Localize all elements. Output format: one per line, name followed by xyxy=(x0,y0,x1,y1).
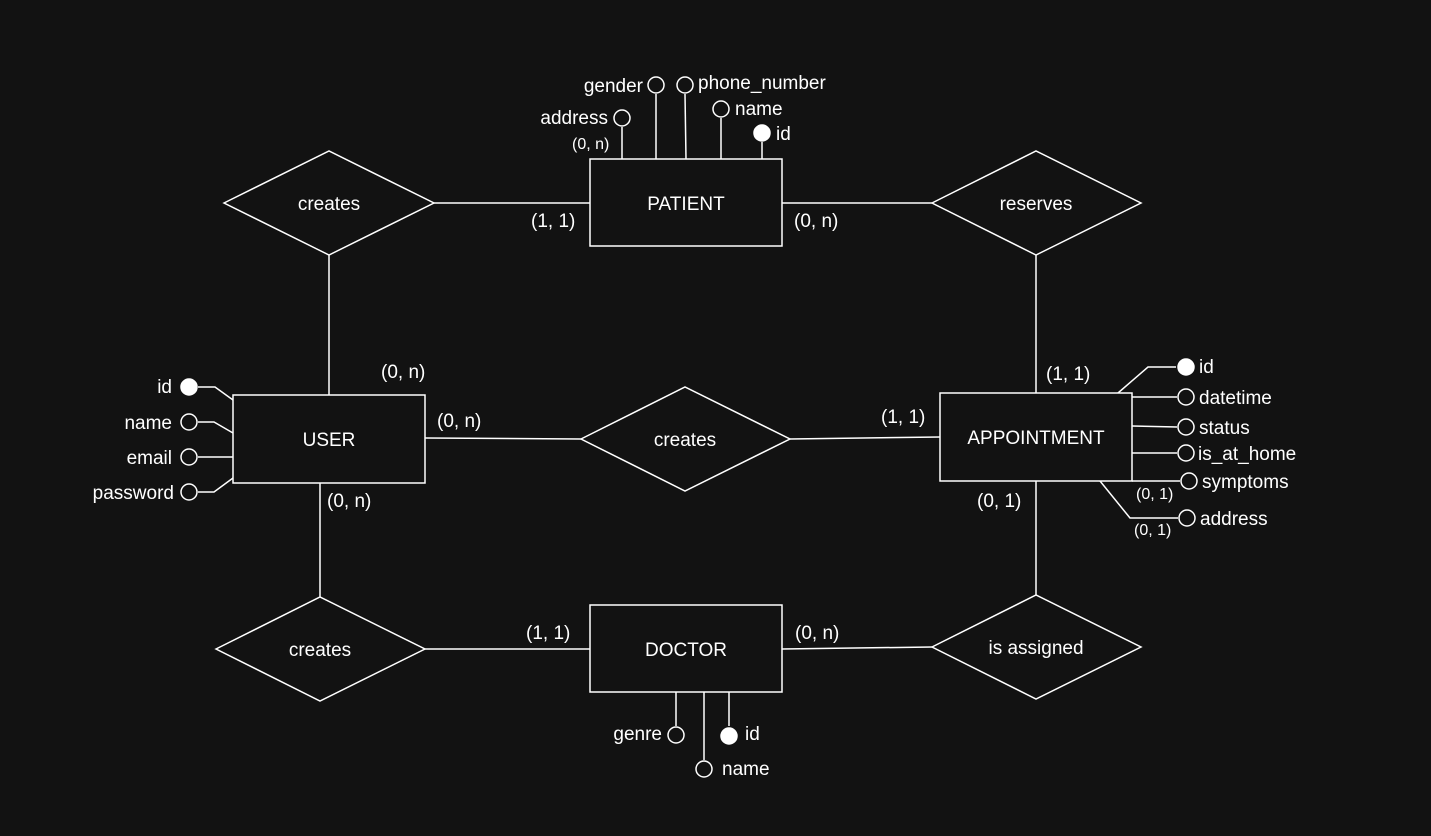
cardinality-appointment-is-assigned: (0, 1) xyxy=(977,491,1021,512)
stem-user-password xyxy=(198,477,234,493)
line-creates-mid-appointment xyxy=(789,436,941,440)
key-marker-doctor-id xyxy=(720,727,738,745)
relationship-reserves: reserves xyxy=(930,150,1143,256)
cardinality-user-creates-patient: (0, n) xyxy=(381,362,425,383)
cardinality-patient-reserves: (0, n) xyxy=(794,211,838,232)
entity-label: APPOINTMENT xyxy=(967,428,1105,449)
cardinality-patient-address: (0, n) xyxy=(572,136,609,153)
attr-marker-appointment-is-at-home xyxy=(1177,444,1195,462)
cardinality-patient-creates: (1, 1) xyxy=(531,211,575,232)
entity-label: DOCTOR xyxy=(645,640,727,661)
attr-label-patient-phone: phone_number xyxy=(698,73,826,94)
attr-label-appointment-datetime: datetime xyxy=(1199,388,1272,409)
attr-marker-patient-phone xyxy=(676,76,694,94)
attr-marker-doctor-genre xyxy=(667,726,685,744)
attr-marker-appointment-symptoms xyxy=(1180,472,1198,490)
relationship-lines xyxy=(319,202,1037,650)
attr-label-patient-id: id xyxy=(776,124,791,145)
cardinality-appointment-symptoms: (0, 1) xyxy=(1136,486,1173,503)
relationship-label: creates xyxy=(654,430,716,451)
stem-user-name xyxy=(198,421,234,434)
attribute-markers xyxy=(180,76,1198,778)
cardinality-appointment-creates: (1, 1) xyxy=(881,407,925,428)
stem-patient-phone xyxy=(684,93,687,160)
relationship-is-assigned: is assigned xyxy=(930,594,1143,700)
attr-marker-patient-name xyxy=(712,100,730,118)
line-user-creates-mid xyxy=(424,437,582,440)
attr-label-user-id: id xyxy=(157,377,172,398)
relationship-label: creates xyxy=(289,640,351,661)
attr-label-user-email: email xyxy=(127,448,172,469)
attr-marker-user-name xyxy=(180,413,198,431)
relationship-diamond xyxy=(222,150,436,256)
entity-user: USER xyxy=(232,394,426,484)
entity-label: USER xyxy=(303,430,356,451)
entity-box xyxy=(589,604,783,693)
relationship-diamond xyxy=(214,596,427,702)
attr-label-appointment-is-at-home: is_at_home xyxy=(1198,444,1296,465)
relationship-diamond xyxy=(930,150,1143,256)
entity-box xyxy=(232,394,426,484)
attr-label-user-password: password xyxy=(93,483,174,504)
cardinality-doctor-creates: (1, 1) xyxy=(526,623,570,644)
entity-doctor: DOCTOR xyxy=(589,604,783,693)
relationship-diamond xyxy=(579,386,792,492)
key-marker-appointment-id xyxy=(1177,358,1195,376)
attr-label-appointment-address: address xyxy=(1200,509,1268,530)
attr-marker-user-password xyxy=(180,483,198,501)
attr-marker-appointment-address xyxy=(1178,509,1196,527)
stem-appointment-status xyxy=(1131,425,1178,428)
cardinality-doctor-is-assigned: (0, n) xyxy=(795,623,839,644)
attr-label-appointment-symptoms: symptoms xyxy=(1202,472,1289,493)
attr-label-patient-address: address xyxy=(540,108,608,129)
relationship-label: reserves xyxy=(1000,194,1073,215)
cardinality-user-creates-doctor: (0, n) xyxy=(327,491,371,512)
relationship-creates-appointment: creates xyxy=(579,386,792,492)
attr-marker-patient-address xyxy=(613,109,631,127)
relationship-creates-doctor: creates xyxy=(214,596,427,702)
attr-label-doctor-id: id xyxy=(745,724,760,745)
stem-appointment-address xyxy=(1099,480,1178,519)
relationship-creates-patient: creates xyxy=(222,150,436,256)
attr-marker-doctor-name xyxy=(695,760,713,778)
entity-box xyxy=(589,158,783,247)
attr-label-doctor-name: name xyxy=(722,759,770,780)
attr-marker-user-email xyxy=(180,448,198,466)
stem-appointment-id xyxy=(1117,366,1176,394)
attr-label-patient-name: name xyxy=(735,99,783,120)
cardinality-labels: (0, n) (1, 1) (0, n) (0, n) (0, n) (0, n… xyxy=(327,136,1173,644)
entity-patient: PATIENT xyxy=(589,158,783,247)
attr-label-appointment-status: status xyxy=(1199,418,1250,439)
attr-label-appointment-id: id xyxy=(1199,357,1214,378)
stem-user-id xyxy=(198,386,234,401)
attr-marker-appointment-datetime xyxy=(1177,388,1195,406)
key-marker-user-id xyxy=(180,378,198,396)
relationship-diamond xyxy=(930,594,1143,700)
cardinality-appointment-reserves: (1, 1) xyxy=(1046,364,1090,385)
attr-marker-appointment-status xyxy=(1177,418,1195,436)
cardinality-appointment-address: (0, 1) xyxy=(1134,522,1171,539)
attr-label-doctor-genre: genre xyxy=(613,724,662,745)
relationship-label: is assigned xyxy=(988,638,1083,659)
cardinality-user-creates-appointment: (0, n) xyxy=(437,411,481,432)
entity-label: PATIENT xyxy=(647,194,725,215)
relationship-label: creates xyxy=(298,194,360,215)
key-marker-patient-id xyxy=(753,124,771,142)
attr-marker-patient-gender xyxy=(647,76,665,94)
attr-label-patient-gender: gender xyxy=(584,76,644,97)
entity-appointment: APPOINTMENT xyxy=(939,392,1133,482)
line-doctor-assigned xyxy=(781,646,933,650)
entity-box xyxy=(939,392,1133,482)
attribute-lines xyxy=(198,93,1180,760)
attribute-labels: gender address phone_number name id id n… xyxy=(93,73,1297,780)
attr-label-user-name: name xyxy=(124,413,172,434)
